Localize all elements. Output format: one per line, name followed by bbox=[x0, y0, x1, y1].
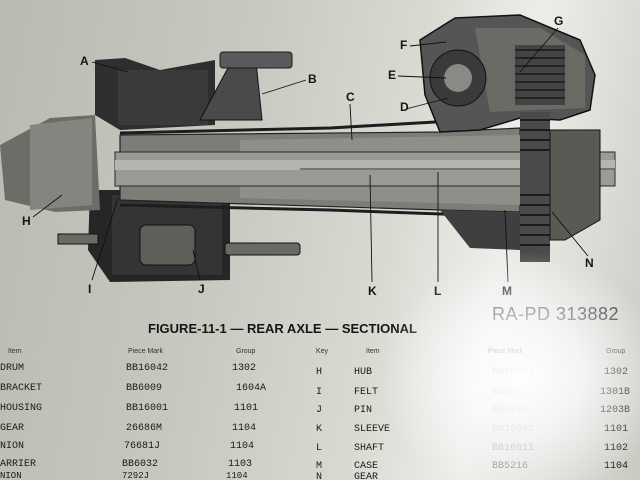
header-item: Item bbox=[8, 348, 22, 355]
row-group: 1604A bbox=[236, 383, 267, 394]
row-key: H bbox=[316, 367, 323, 378]
header-piece-mark-right: Piece Mark bbox=[488, 348, 524, 355]
row-piece-mark: BB16001 bbox=[126, 403, 169, 414]
row-group: 1104 bbox=[230, 441, 255, 452]
table-row: GEAR 26686M 1104 bbox=[0, 423, 300, 437]
callout-i: I bbox=[88, 282, 92, 296]
row-group: 1301B bbox=[600, 387, 631, 398]
row-item: CASE bbox=[354, 461, 379, 472]
row-item: PIN bbox=[354, 405, 373, 416]
callout-l: L bbox=[434, 284, 442, 298]
header-item-right: Item bbox=[366, 348, 380, 355]
row-piece-mark: 76681J bbox=[124, 441, 161, 452]
callout-b: B bbox=[308, 72, 317, 86]
row-key: L bbox=[316, 443, 323, 454]
row-piece-mark: BB16034 bbox=[492, 367, 535, 378]
row-group: 1103 bbox=[228, 459, 253, 470]
row-item: SLEEVE bbox=[354, 424, 391, 435]
callout-n: N bbox=[585, 256, 594, 270]
callout-k: K bbox=[368, 284, 377, 298]
row-item: BRACKET bbox=[0, 383, 43, 394]
row-key: J bbox=[316, 405, 323, 416]
row-item: GEAR bbox=[0, 423, 25, 434]
callout-e: E bbox=[388, 68, 397, 82]
figure-reference-number: RA-PD 313882 bbox=[492, 304, 620, 324]
row-item: ARRIER bbox=[0, 459, 37, 470]
row-piece-mark: 7292J bbox=[122, 471, 150, 480]
row-group: 1102 bbox=[604, 443, 629, 454]
table-row: DRUM BB16042 1302 bbox=[0, 363, 300, 377]
table-row: ARRIER BB6032 1103 bbox=[0, 459, 300, 473]
table-row: N GEAR bbox=[316, 469, 636, 480]
row-item: SHAFT bbox=[354, 443, 385, 454]
row-group: 1104 bbox=[232, 423, 257, 434]
row-piece-mark: BB16011 bbox=[492, 443, 535, 454]
row-item: FELT bbox=[354, 387, 379, 398]
row-group: 1101 bbox=[234, 403, 259, 414]
row-item: GEAR bbox=[354, 472, 379, 480]
row-group: 1104 bbox=[226, 471, 248, 480]
row-piece-mark: BB16042 bbox=[126, 363, 169, 374]
row-key: K bbox=[316, 424, 323, 435]
row-key: I bbox=[316, 387, 323, 398]
row-piece-mark: BB831C bbox=[492, 387, 529, 398]
header-group: Group bbox=[236, 348, 256, 355]
table-row: HOUSING BB16001 1101 bbox=[0, 403, 300, 417]
callout-c: C bbox=[346, 90, 355, 104]
row-item: HOUSING bbox=[0, 403, 43, 414]
row-piece-mark: BB013J bbox=[492, 405, 529, 416]
callout-d: D bbox=[400, 100, 409, 114]
row-group: 1203B bbox=[600, 405, 631, 416]
callout-g: G bbox=[554, 14, 564, 28]
row-group: 1302 bbox=[232, 363, 257, 374]
table-row: BRACKET BB6009 1604A bbox=[0, 383, 300, 397]
row-piece-mark: 26686M bbox=[126, 423, 163, 434]
header-piece-mark: Piece Mark bbox=[128, 348, 164, 355]
row-piece-mark: BB6009 bbox=[126, 383, 163, 394]
row-item: DRUM bbox=[0, 363, 25, 374]
row-item: NION bbox=[0, 441, 25, 452]
row-key: N bbox=[316, 472, 323, 480]
row-piece-mark: BB16002 bbox=[492, 424, 535, 435]
callout-h: H bbox=[22, 214, 31, 228]
row-group: 1302 bbox=[604, 367, 629, 378]
callout-f: F bbox=[400, 38, 408, 52]
table-row: I FELT BB831C 1301B bbox=[316, 387, 636, 401]
rear-axle-sectional-drawing bbox=[0, 14, 616, 283]
table-row: K SLEEVE BB16002 1101 bbox=[316, 424, 636, 438]
table-row: NION 76681J 1104 bbox=[0, 441, 300, 455]
row-group: 1101 bbox=[604, 424, 629, 435]
figure-caption: FIGURE-11-1 — REAR AXLE — SECTIONAL bbox=[148, 321, 417, 336]
table-row: J PIN BB013J 1203B bbox=[316, 405, 636, 419]
table-row: H HUB BB16034 1302 bbox=[316, 367, 636, 381]
table-row: L SHAFT BB16011 1102 bbox=[316, 443, 636, 457]
callout-a: A bbox=[80, 54, 89, 68]
row-item: HUB bbox=[354, 367, 373, 378]
table-row: NION 7292J 1104 bbox=[0, 469, 300, 480]
row-key: M bbox=[316, 461, 323, 472]
callout-m: M bbox=[502, 284, 512, 298]
row-item: NION bbox=[0, 471, 22, 480]
header-group-right: Group bbox=[606, 348, 626, 355]
callout-j: J bbox=[198, 282, 205, 296]
row-piece-mark: BB6032 bbox=[122, 459, 159, 470]
header-key: Key bbox=[316, 348, 329, 355]
